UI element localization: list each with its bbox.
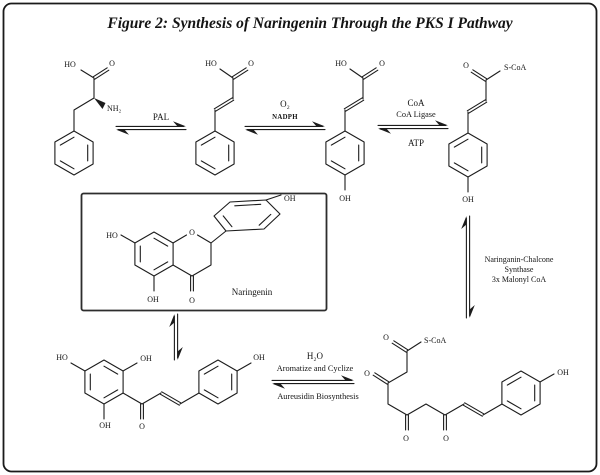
a-ring	[134, 231, 174, 277]
atom-label-oh: OH	[147, 295, 159, 304]
reaction-label-ncs-3: 3x Malonyl CoA	[492, 275, 546, 284]
coumaric-acid-structure: HO O OH	[325, 59, 385, 203]
reaction-label-coa-ligase: CoA Ligase	[396, 110, 436, 119]
reaction-label-aureusidin: Aureusidin Biosynthesis	[277, 392, 358, 401]
atom-label-oh-top: OH	[140, 354, 152, 363]
benzene-ring	[195, 130, 235, 176]
atom-label-ketone1-o: O	[364, 369, 370, 378]
up-arrowhead-icon	[169, 314, 175, 327]
benzene-ring	[54, 130, 94, 176]
bond-path	[387, 341, 555, 416]
naringenin-structure: HO O OH O OH Naringenin	[106, 194, 296, 305]
atom-label-oh-right: OH	[253, 353, 265, 362]
atom-label-o: O	[463, 61, 469, 70]
bond-path	[120, 194, 282, 292]
up-arrowhead-icon	[461, 216, 467, 229]
bond-path	[467, 70, 501, 193]
b-ring	[213, 199, 281, 232]
reaction-label-coa: CoA	[407, 98, 425, 108]
pal-equilibrium-arrow	[115, 121, 187, 135]
benzene-ring	[501, 370, 541, 416]
atom-label-oh-bottom: OH	[99, 421, 111, 430]
reaction-label-nadph: NADPH	[272, 114, 298, 121]
hydroxylation-equilibrium-arrow	[244, 121, 326, 135]
reaction-label-aromatize: Aromatize and Cyclize	[277, 364, 354, 373]
reaction-label-atp: ATP	[408, 138, 424, 148]
down-arrowhead-icon	[177, 347, 183, 360]
bond-path	[344, 68, 364, 191]
left-arrowhead-icon	[116, 129, 129, 135]
double-bonds	[466, 69, 488, 114]
benzene-ring	[325, 130, 365, 176]
atom-label-ho: HO	[335, 59, 347, 68]
cyclization-equilibrium-arrow	[271, 375, 355, 389]
atom-label-ho: HO	[56, 353, 68, 362]
bond-path	[70, 362, 252, 420]
right-arrowhead-icon	[312, 121, 325, 127]
naringenin-box	[80, 192, 328, 312]
atom-label-ho: HO	[205, 59, 217, 68]
coa-ligase-equilibrium-arrow	[377, 120, 449, 134]
naringenin-name-label: Naringenin	[232, 287, 273, 297]
right-arrowhead-icon	[173, 121, 186, 127]
benzene-ring	[448, 132, 488, 178]
atom-label-oh: OH	[557, 368, 569, 377]
atom-label-o: O	[379, 59, 385, 68]
double-bonds	[372, 340, 485, 431]
atom-label-ketone2-o: O	[403, 434, 409, 443]
left-arrowhead-icon	[378, 128, 391, 134]
atom-label-thioester-o: O	[383, 333, 389, 342]
left-arrowhead-icon	[245, 129, 258, 135]
atom-label-carbonyl-o: O	[189, 296, 195, 305]
atom-label-ho: HO	[106, 231, 118, 240]
double-bonds	[140, 391, 182, 420]
double-bond-carbonyl	[190, 275, 194, 292]
chalcone-structure: HO OH OH O OH	[56, 353, 265, 431]
tetraketide-structure: O S-CoA O O O OH	[364, 333, 569, 443]
down-arrowhead-icon	[469, 305, 475, 318]
reaction-label-pal: PAL	[153, 112, 169, 122]
atom-label-nh2: NH₂	[107, 104, 122, 113]
atom-label-o: O	[139, 422, 145, 431]
double-bond-carbonyl	[92, 67, 110, 80]
reaction-label-ncs-2: Synthase	[505, 265, 534, 274]
wedge-bond	[94, 98, 106, 109]
double-bonds	[213, 67, 249, 112]
bond-path	[73, 69, 95, 132]
reaction-label-o2: O₂	[280, 99, 290, 109]
coumaroyl-coa-structure: O S-CoA OH	[448, 61, 526, 204]
chalcone-synthase-equilibrium-arrow	[461, 215, 475, 319]
left-arrowhead-icon	[272, 383, 285, 389]
atom-label-scoa: S-CoA	[424, 336, 446, 345]
reaction-label-ncs-1: Naringanin-Chalcone	[485, 255, 554, 264]
double-bonds	[343, 67, 379, 112]
b-ring	[198, 359, 238, 405]
reaction-label-h2o: H₂O	[307, 351, 324, 361]
figure-title: Figure 2: Synthesis of Naringenin Throug…	[106, 15, 512, 32]
atom-label-scoa: S-CoA	[504, 63, 526, 72]
right-arrowhead-icon	[435, 120, 448, 126]
atom-label-ketone3-o: O	[443, 434, 449, 443]
atom-label-oh-b: OH	[284, 194, 296, 203]
bond-path	[214, 68, 234, 132]
atom-label-o: O	[248, 59, 254, 68]
phenylalanine-structure: HO O NH₂	[54, 59, 122, 176]
a-ring	[84, 359, 124, 405]
atom-label-oh: OH	[462, 195, 474, 204]
atom-label-ho: HO	[64, 60, 76, 69]
right-arrowhead-icon	[341, 375, 354, 381]
isomerization-equilibrium-arrow	[169, 313, 183, 361]
atom-label-oh: OH	[339, 194, 351, 203]
atom-label-ring-o: O	[189, 228, 195, 237]
atom-label-o: O	[109, 59, 115, 68]
cinnamic-acid-structure: HO O	[195, 59, 254, 176]
